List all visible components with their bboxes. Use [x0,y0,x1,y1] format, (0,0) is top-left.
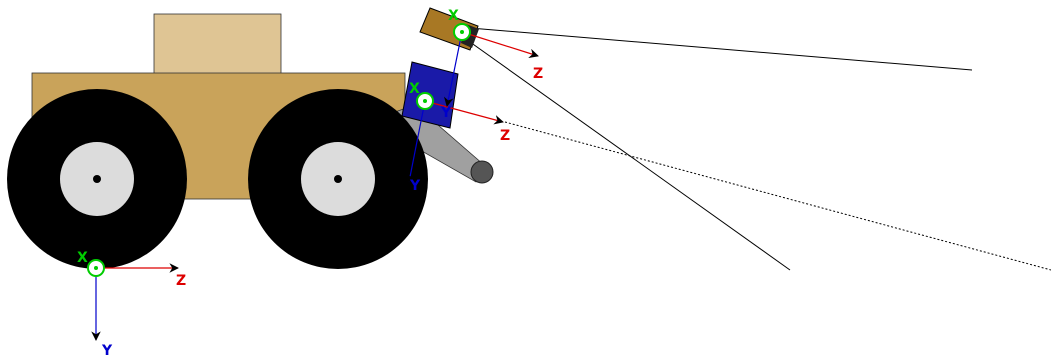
base-frame: X Z Y [77,250,186,358]
lidar-x-label: X [409,81,420,97]
camera-ray-upper [469,27,973,71]
lidar-frame: X Z Y [405,81,510,194]
lidar-origin-dot [423,99,427,103]
lidar-z-axis [424,100,504,125]
base-x-label: X [77,250,88,266]
base-z-label: Z [176,273,186,289]
base-y-label: Y [101,343,113,358]
sensor-arm-joint [470,160,494,184]
vehicle [7,13,494,269]
camera-y-axis [444,31,463,107]
camera-y-label: Y [440,105,452,121]
vehicle-cabin [153,13,282,75]
camera-z-label: Z [533,66,543,82]
lidar-z-label: Z [500,128,510,144]
camera-origin-dot [460,30,464,34]
lidar-y-label: Y [409,178,421,194]
lidar-y-axis [405,100,426,183]
base-origin-dot [94,266,98,270]
camera-frame: X Z Y [440,8,543,121]
camera-x-label: X [448,8,459,24]
rear-wheel [7,89,187,269]
lidar-ray-dotted [504,121,1051,271]
camera-z-axis [461,31,539,58]
front-wheel [248,89,428,269]
front-axle [334,175,342,183]
rear-axle [93,175,101,183]
